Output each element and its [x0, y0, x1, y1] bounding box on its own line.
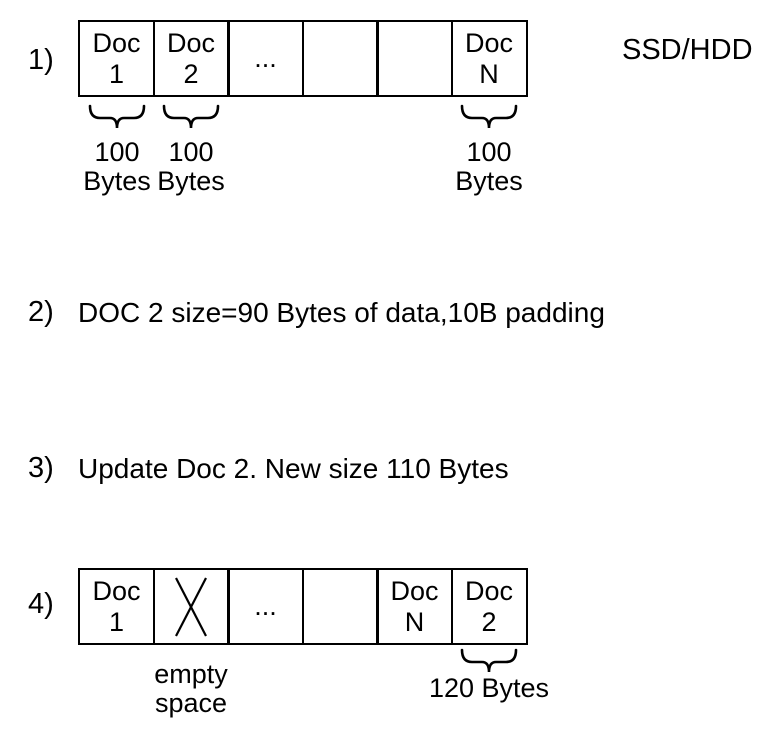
size-label-doc1: 100 Bytes	[83, 137, 151, 197]
underbrace-icon	[162, 104, 220, 129]
x-cross-icon	[175, 576, 207, 637]
storage-medium-label: SSD/HDD	[622, 34, 753, 66]
step3-number: 3)	[28, 452, 54, 484]
memory-cell-docN: Doc N	[376, 568, 453, 645]
size-label-doc2: 100 Bytes	[157, 137, 225, 197]
size-label-docN: 100 Bytes	[455, 137, 523, 197]
underbrace-icon	[88, 104, 146, 129]
empty-space-label: empty space	[154, 659, 228, 719]
memory-cell-empty	[301, 20, 379, 97]
underbrace-icon	[460, 104, 518, 129]
memory-cell-crossed	[152, 568, 230, 645]
memory-cell-empty	[301, 568, 379, 645]
memory-cell-docN: Doc N	[450, 20, 528, 97]
memory-cell-doc2: Doc 2	[152, 20, 230, 97]
step3-text: Update Doc 2. New size 110 Bytes	[78, 453, 509, 484]
memory-cell-ellipsis: ...	[227, 568, 304, 645]
memory-cell-doc1: Doc 1	[78, 20, 155, 97]
step1-number: 1)	[28, 44, 54, 76]
step2-number: 2)	[28, 296, 54, 328]
step2-text: DOC 2 size=90 Bytes of data,10B padding	[78, 297, 605, 328]
memory-cell-doc1: Doc 1	[78, 568, 155, 645]
underbrace-icon	[460, 648, 518, 673]
size-label-doc2-new: 120 Bytes	[428, 673, 550, 703]
memory-cell-doc2-relocated: Doc 2	[450, 568, 528, 645]
step4-number: 4)	[28, 588, 54, 620]
memory-cell-empty	[376, 20, 453, 97]
memory-cell-ellipsis: ...	[227, 20, 304, 97]
memory-row-initial: Doc 1 Doc 2 ... Doc N	[78, 20, 528, 97]
memory-row-after-update: Doc 1 ... Doc N Doc 2	[78, 568, 528, 645]
